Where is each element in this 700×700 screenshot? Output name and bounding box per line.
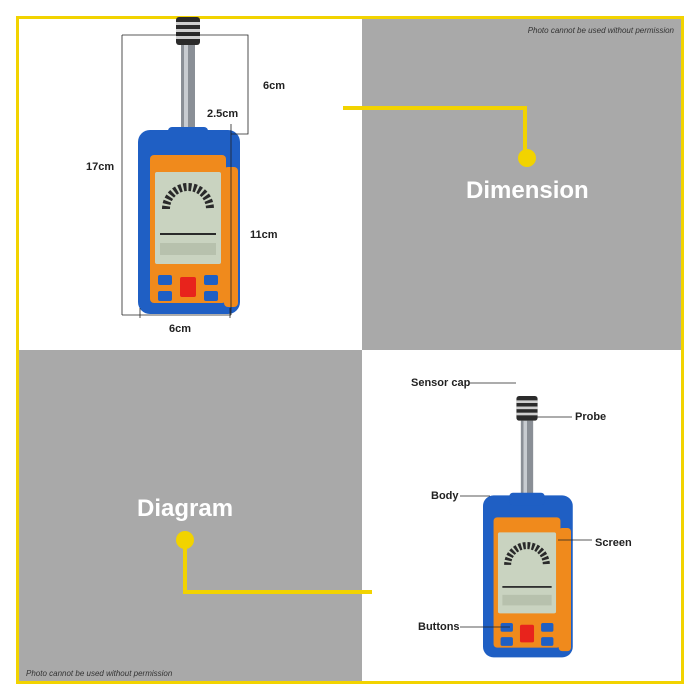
- dimension-connector: [343, 106, 536, 167]
- buttons-label: Buttons: [418, 621, 460, 633]
- gas-detector-photo-bottom: [483, 396, 573, 657]
- height-label: 17cm: [86, 161, 115, 173]
- dimension-title-panel: [362, 19, 681, 350]
- watermark-top: Photo cannot be used without permission: [527, 26, 674, 35]
- probe-length-label: 6cm: [263, 80, 286, 92]
- dimension-lines: [121, 34, 249, 318]
- gas-detector-photo-top: [138, 17, 240, 314]
- probe-label: Probe: [575, 411, 607, 423]
- sensor-cap-label: Sensor cap: [411, 377, 471, 389]
- screen-label: Screen: [595, 537, 632, 549]
- width-label: 6cm: [169, 323, 192, 335]
- diagram-title: Diagram: [137, 495, 234, 522]
- image-frame: [16, 16, 684, 684]
- diagram-title-panel: [19, 350, 362, 681]
- depth-label: 2.5cm: [207, 108, 239, 120]
- watermark-bottom: Photo cannot be used without permission: [26, 669, 173, 678]
- body-length-label: 11cm: [250, 229, 278, 241]
- body-label: Body: [431, 490, 459, 502]
- diagram-connector: [176, 531, 372, 594]
- part-callout-lines: [460, 382, 592, 628]
- dimension-title: Dimension: [466, 177, 589, 204]
